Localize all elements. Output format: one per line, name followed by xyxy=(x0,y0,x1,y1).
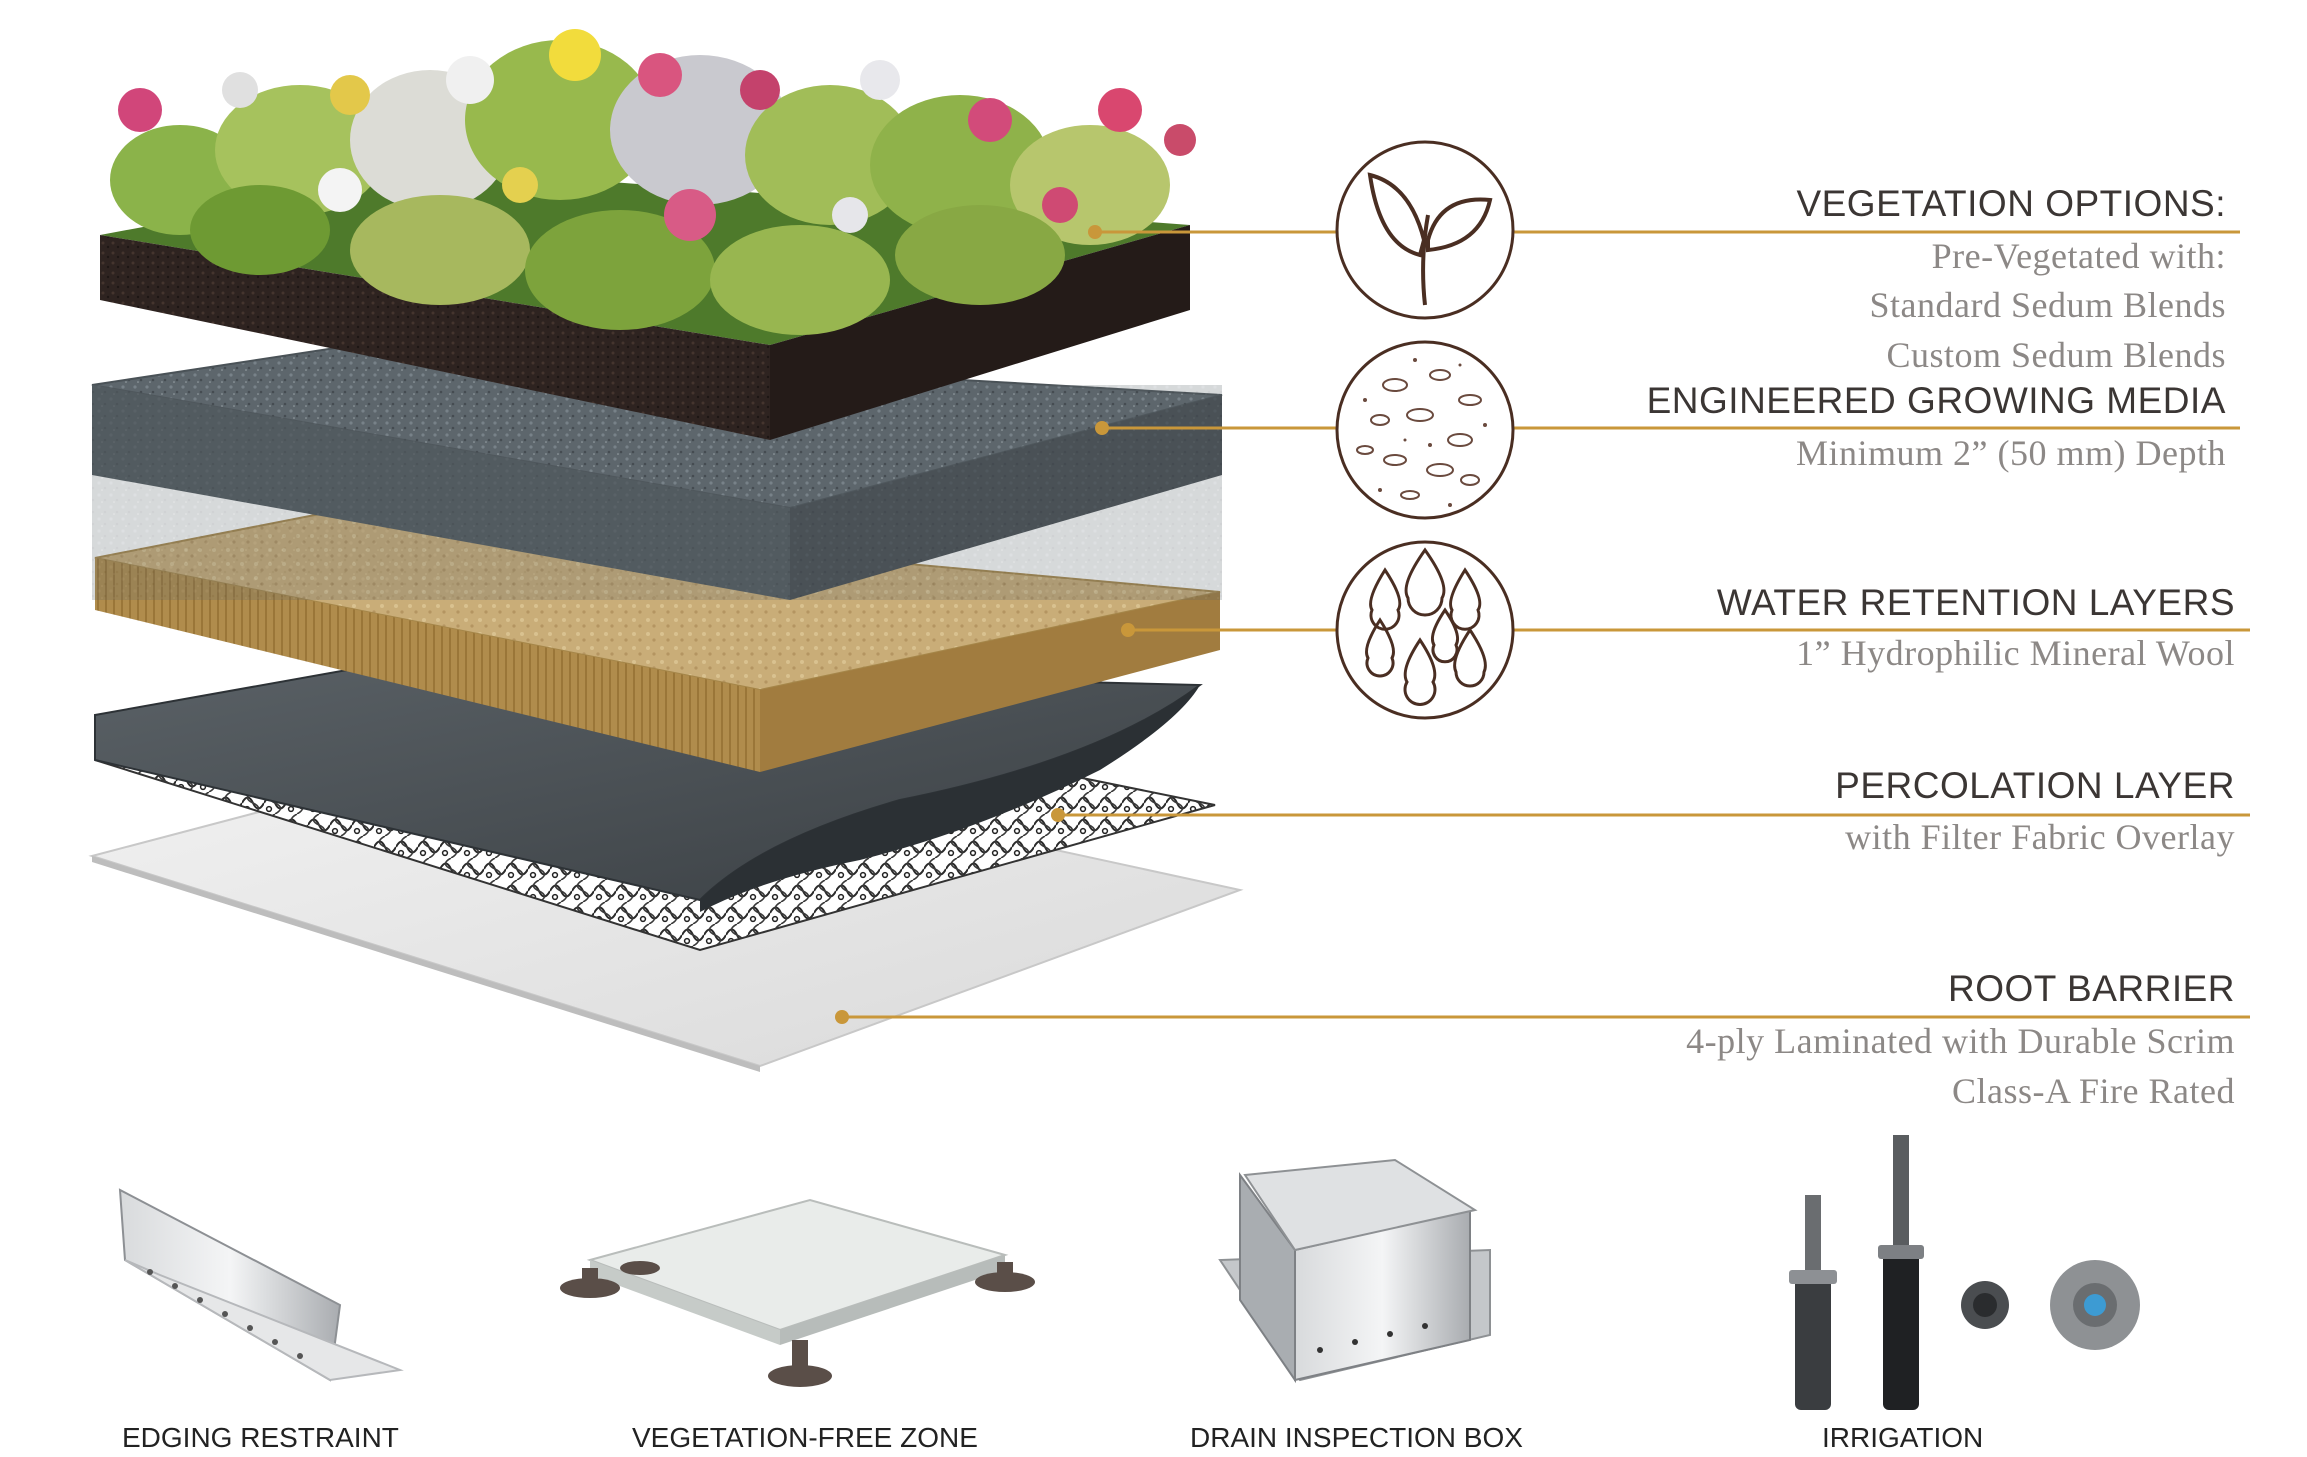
edging-restraint-illustration xyxy=(118,1188,404,1382)
drain-inspection-box-illustration xyxy=(1218,1158,1491,1384)
sprout-icon xyxy=(1335,140,1515,320)
growing-media-title: ENGINEERED GROWING MEDIA xyxy=(1646,380,2226,421)
vegetation-options-line-1: Pre-Vegetated with: xyxy=(1931,236,2226,276)
leader-dot-growing-media xyxy=(1095,421,1109,435)
root-barrier-line-2: Class-A Fire Rated xyxy=(1952,1071,2235,1111)
drain-inspection-box-label: DRAIN INSPECTION BOX xyxy=(1190,1422,1523,1453)
growing-media-line-1: Minimum 2” (50 mm) Depth xyxy=(1796,433,2226,473)
root-barrier-line-1: 4-ply Laminated with Durable Scrim xyxy=(1686,1021,2235,1061)
percolation-line-1: with Filter Fabric Overlay xyxy=(1845,817,2235,857)
vegetation-options-line-3: Custom Sedum Blends xyxy=(1886,335,2226,375)
leader-lines xyxy=(842,230,2250,1019)
water-drops-icon xyxy=(1335,540,1515,720)
vegetation-options-title: VEGETATION OPTIONS: xyxy=(1796,183,2226,224)
irrigation-label: IRRIGATION xyxy=(1822,1422,1984,1453)
leader-dots xyxy=(835,225,1135,1024)
edging-restraint-label: EDGING RESTRAINT xyxy=(122,1422,399,1453)
root-barrier-title: ROOT BARRIER xyxy=(1948,968,2235,1009)
sedum-plants xyxy=(110,29,1196,335)
leader-dot-percolation xyxy=(1051,808,1065,822)
irrigation-illustration xyxy=(1789,1135,2140,1410)
vegetation-free-zone-illustration xyxy=(560,1198,1035,1387)
granules-icon xyxy=(1335,340,1515,520)
percolation-title: PERCOLATION LAYER xyxy=(1835,765,2235,806)
water-retention-line-1: 1” Hydrophilic Mineral Wool xyxy=(1796,633,2235,673)
leader-dot-water-retention xyxy=(1121,623,1135,637)
vegetation-free-zone-label: VEGETATION-FREE ZONE xyxy=(632,1422,978,1453)
vegetation-options-line-2: Standard Sedum Blends xyxy=(1869,285,2226,325)
leader-dot-root-barrier xyxy=(835,1010,849,1024)
leader-dot-vegetation xyxy=(1088,225,1102,239)
water-retention-title: WATER RETENTION LAYERS xyxy=(1716,582,2235,623)
vegetation-illustration xyxy=(100,29,1196,440)
